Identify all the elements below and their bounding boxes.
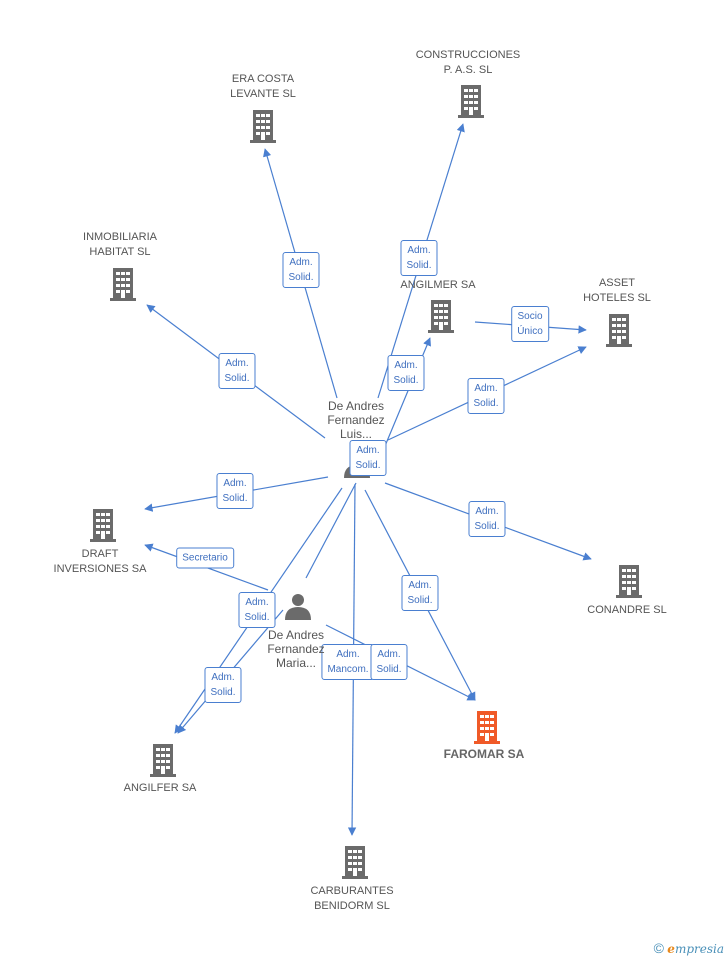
nodes (90, 85, 642, 879)
company-building-icon-angilfer[interactable] (150, 744, 176, 777)
company-label-inmo[interactable]: INMOBILIARIA HABITAT SL (83, 231, 157, 258)
company-label-draft[interactable]: DRAFT INVERSIONES SA (53, 548, 147, 575)
edge-label-maria-angilfer2[interactable]: Adm. Solid. (204, 667, 242, 703)
company-building-icon-draft[interactable] (90, 509, 116, 542)
person-label-maria[interactable]: De Andres Fernandez Maria... (267, 628, 325, 670)
company-building-icon-carbur[interactable] (342, 846, 368, 879)
company-label-angilmer[interactable]: ANGILMER SA (400, 279, 476, 291)
company-label-conandre[interactable]: CONANDRE SL (587, 604, 667, 616)
edge-label-luis-asset[interactable]: Adm. Solid. (467, 378, 505, 414)
company-building-icon-asset[interactable] (606, 314, 632, 347)
company-building-icon-faromar[interactable] (474, 711, 500, 744)
copyright-icon: © (653, 940, 664, 956)
edge-label-luis-inmo[interactable]: Adm. Solid. (218, 353, 256, 389)
edge-label-maria-faromar[interactable]: Adm. Solid. (370, 644, 408, 680)
edge-label-luis-self[interactable]: Adm. Solid. (349, 440, 387, 476)
company-label-angilfer[interactable]: ANGILFER SA (123, 782, 197, 794)
person-icon-maria[interactable] (285, 594, 311, 620)
edges (144, 123, 592, 836)
edge-label-luis-conandre[interactable]: Adm. Solid. (468, 501, 506, 537)
brand-logo[interactable]: empresia (667, 942, 724, 956)
company-label-asset[interactable]: ASSET HOTELES SL (583, 277, 651, 304)
edge-label-maria-angilfer[interactable]: Adm. Solid. (238, 592, 276, 628)
company-building-icon-constr[interactable] (458, 85, 484, 118)
company-label-constr[interactable]: CONSTRUCCIONES P. A.S. SL (415, 49, 521, 76)
company-building-icon-conandre[interactable] (616, 565, 642, 598)
edge-label-maria-carbur[interactable]: Adm. Mancom. (321, 644, 375, 680)
company-label-carbur[interactable]: CARBURANTES BENIDORM SL (310, 885, 394, 912)
company-building-icon-inmo[interactable] (110, 268, 136, 301)
edge-label-luis-faromar[interactable]: Adm. Solid. (401, 575, 439, 611)
person-label-luis[interactable]: De Andres Fernandez Luis... (327, 399, 385, 441)
edge-line-extra-0 (305, 482, 357, 579)
edge-label-angilmer-asset[interactable]: Socio Único (511, 306, 549, 342)
edge-label-luis-era[interactable]: Adm. Solid. (282, 252, 320, 288)
company-building-icon-era[interactable] (250, 110, 276, 143)
company-label-faromar[interactable]: FAROMAR SA (443, 747, 525, 761)
company-label-era[interactable]: ERA COSTA LEVANTE SL (230, 73, 296, 100)
edge-label-luis-draft[interactable]: Adm. Solid. (216, 473, 254, 509)
footer-brand: © empresia (654, 940, 724, 956)
edge-label-luis-angilmer[interactable]: Adm. Solid. (387, 355, 425, 391)
edge-label-maria-draft[interactable]: Secretario (176, 547, 234, 569)
company-building-icon-angilmer[interactable] (428, 300, 454, 333)
edge-label-luis-constr[interactable]: Adm. Solid. (400, 240, 438, 276)
